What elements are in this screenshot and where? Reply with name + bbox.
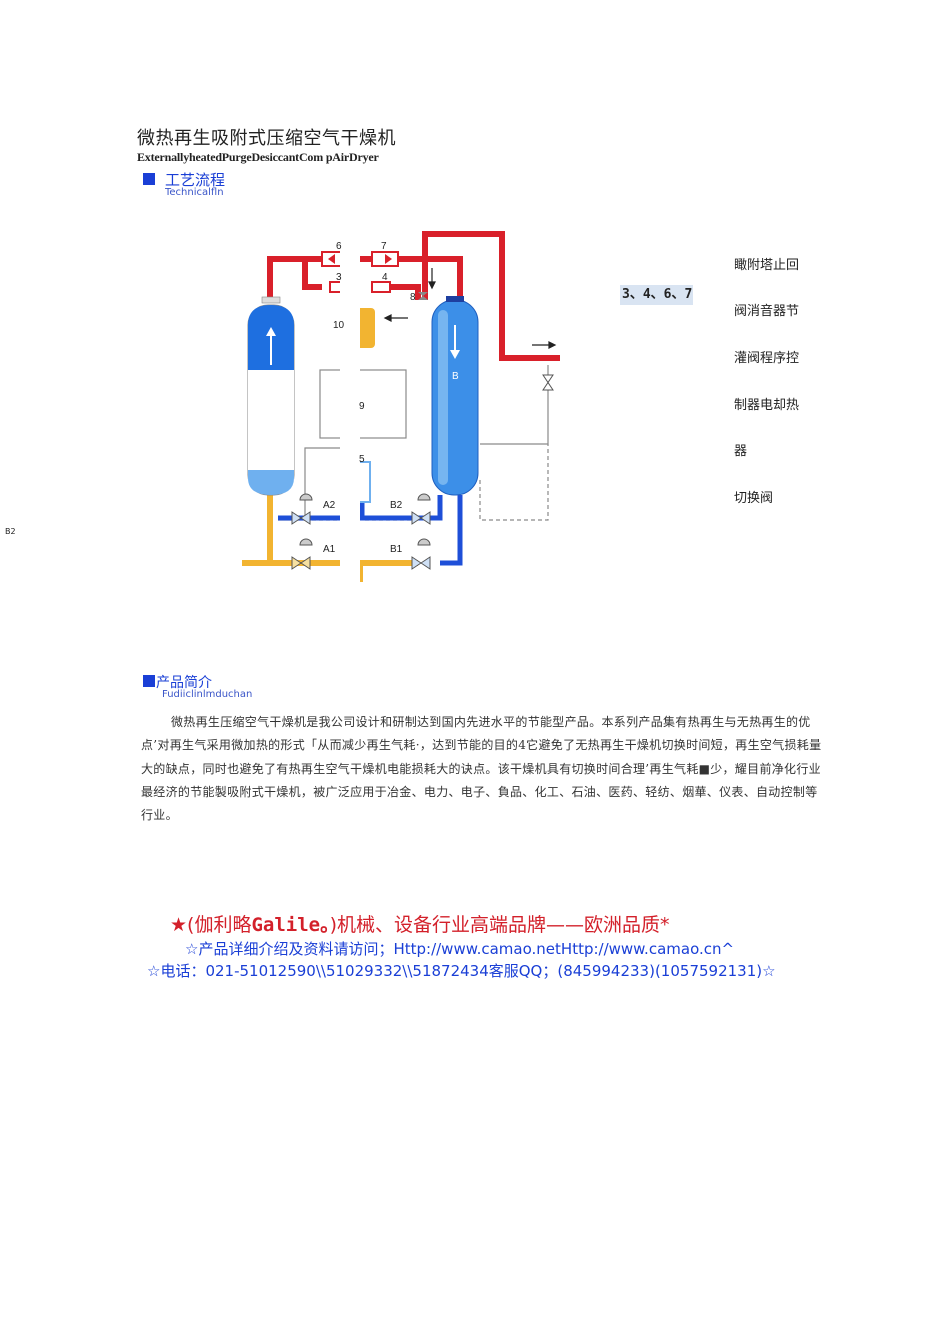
label-8: 8 [410, 292, 416, 303]
document-subtitle: ExternallyheatedPurgeDesiccantCom pAirDr… [137, 150, 379, 164]
tower-b: B [431, 296, 479, 496]
section-heading-intro: 产品简介 [156, 675, 212, 691]
section-subheading-intro: Fudiiclinlmduchan [162, 689, 253, 700]
website-line[interactable]: ☆产品详细介绍及资料请访问；Http://www.camao.netHttp:/… [185, 940, 735, 958]
legend-item: 瞰附塔止回 [734, 258, 800, 273]
section-heading-process: 工艺流程 [165, 171, 226, 189]
legend-component-ids: 3、4、6、7 [620, 285, 693, 305]
image-gap [340, 228, 360, 588]
label-a1: A1 [323, 544, 336, 555]
label-7: 7 [381, 241, 387, 252]
label-6: 6 [336, 241, 342, 252]
label-10: 10 [333, 320, 345, 331]
label-3: 3 [336, 272, 342, 283]
flow-arrows [383, 268, 557, 349]
brand-line: ★(伽利略Galile。)机械、设备行业高端品牌——欧洲品质* [170, 910, 790, 937]
process-flow-diagram: B 6 7 3 4 8 10 [242, 228, 560, 588]
legend-item: 灌阀程序控 [734, 351, 800, 366]
document-title: 微热再生吸附式压缩空气干燥机 [137, 128, 396, 149]
section-marker-square [143, 675, 155, 687]
stray-label: B2 [5, 527, 16, 536]
contact-line: ☆电话：021-51012590\\51029332\\51872434客服QQ… [147, 962, 776, 980]
label-4: 4 [382, 272, 388, 283]
outlet-valve [542, 374, 554, 391]
label-5: 5 [359, 454, 365, 465]
legend-item: 阀消音器节 [734, 304, 800, 319]
section-marker-square [143, 173, 155, 185]
label-b2: B2 [390, 500, 403, 511]
valves-bottom [291, 461, 431, 570]
label-b1: B1 [390, 544, 403, 555]
brand-line-suffix: )机械、设备行业高端品牌——欧洲品质* [329, 914, 670, 936]
label-a2: A2 [323, 500, 336, 511]
product-description: 微热再生压缩空气干燥机是我公司设计和研制达到国内先进水平的节能型产品。本系列产品… [141, 715, 822, 823]
brand-name: Galile。 [251, 914, 330, 936]
brand-line-prefix: ★(伽利略 [170, 914, 252, 936]
control-lines [278, 365, 549, 521]
legend-item: 切换阀 [734, 491, 774, 506]
legend-item: 器 [734, 444, 748, 459]
label-9: 9 [359, 401, 365, 412]
legend-item: 制器电却热 [734, 398, 800, 413]
tower-b-label: B [452, 371, 459, 382]
section-subheading-process: Technicalfln [165, 187, 224, 195]
tower-a [247, 296, 295, 496]
